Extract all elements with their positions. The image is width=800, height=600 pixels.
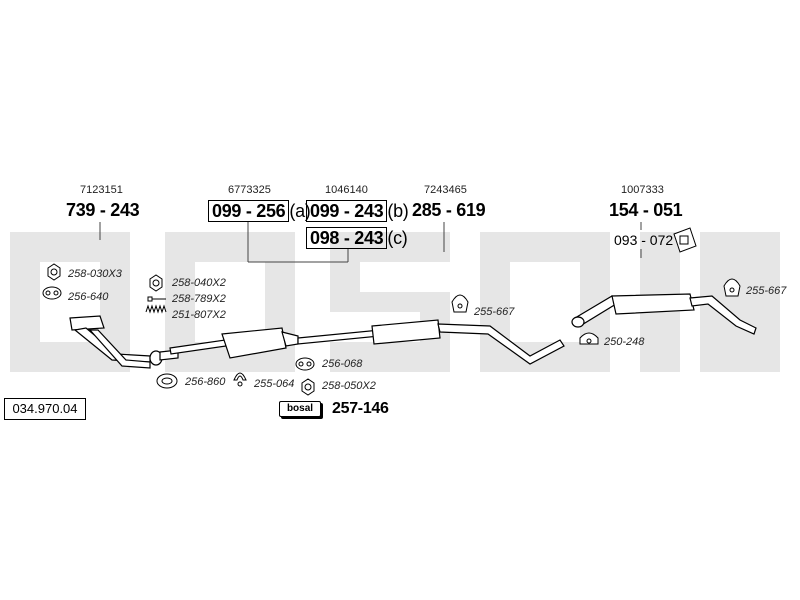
oem-number-rear-silencer: 1007333 [621, 184, 664, 196]
variant-b-label: (b) [387, 201, 409, 221]
part-number-catalytic-c: 098 - 243(c) [306, 227, 408, 249]
oem-number-center-silencer: 7243465 [424, 184, 467, 196]
part-number-rear-silencer: 154 - 051 [609, 200, 683, 220]
variant-c-label: (c) [387, 228, 408, 248]
catalytic-converter [169, 327, 299, 359]
accessory-label-bolt-b: 258-789X2 [172, 293, 226, 305]
hanger-icon-rear [723, 278, 741, 297]
accessory-label-clamp-a: 255-064 [254, 378, 295, 390]
accessory-label-gasket-a: 256-640 [68, 291, 109, 303]
accessory-label-ring-gasket: 256-860 [185, 376, 226, 388]
ring-gasket-icon [156, 373, 178, 389]
oem-number-middle-pipe: 1046140 [325, 184, 368, 196]
front-pipe [69, 315, 179, 369]
accessory-label-gasket-c: 256-068 [322, 358, 363, 370]
oem-number-front-pipe: 7123151 [80, 184, 123, 196]
accessory-label-nut-a: 258-030X3 [68, 268, 122, 280]
part-number-catalytic-a: 099 - 256(a) [208, 200, 311, 222]
part-number-catalytic-c-box: 098 - 243 [306, 227, 388, 249]
center-silencer [371, 319, 565, 365]
part-number-catalytic-b-box: 099 - 243 [306, 200, 388, 222]
accessory-label-clamp-rear: 250-248 [604, 336, 645, 348]
rear-mount-icon [673, 227, 697, 253]
gasket-icon-a [42, 286, 62, 300]
part-number-rear-mount: 093 - 072 [614, 232, 674, 248]
clamp-icon-rear [579, 332, 599, 345]
accessory-label-hanger-mid: 255-667 [474, 306, 515, 318]
bosal-logo-stamp: bosal [279, 401, 321, 417]
part-number-front-pipe: 739 - 243 [66, 200, 140, 220]
hanger-icon-mid [451, 294, 469, 313]
part-number-catalytic-a-box: 099 - 256 [208, 200, 290, 222]
clamp-icon-a [233, 372, 247, 387]
part-number-mount-kit: 257-146 [332, 400, 389, 417]
accessory-label-hanger-rear: 255-667 [746, 285, 787, 297]
catalog-number: 034.970.04 [4, 398, 86, 420]
spring-icon-b [145, 304, 167, 314]
accessory-label-nut-b: 258-040X2 [172, 277, 226, 289]
leader-lines [99, 222, 642, 263]
part-number-center-silencer: 285 - 619 [412, 200, 486, 220]
rear-silencer [571, 293, 757, 335]
accessory-label-nut-c: 258-050X2 [322, 380, 376, 392]
bolt-icon-b [147, 296, 166, 302]
oem-number-catalytic: 6773325 [228, 184, 271, 196]
accessory-label-spring-b: 251-807X2 [172, 309, 226, 321]
nut-icon-b [149, 274, 163, 292]
nut-icon-a [47, 263, 61, 281]
variant-a-label: (a) [289, 201, 311, 221]
part-number-catalytic-b: 099 - 243(b) [306, 200, 409, 222]
gasket-icon-c [295, 357, 315, 371]
nut-icon-c [301, 378, 315, 396]
